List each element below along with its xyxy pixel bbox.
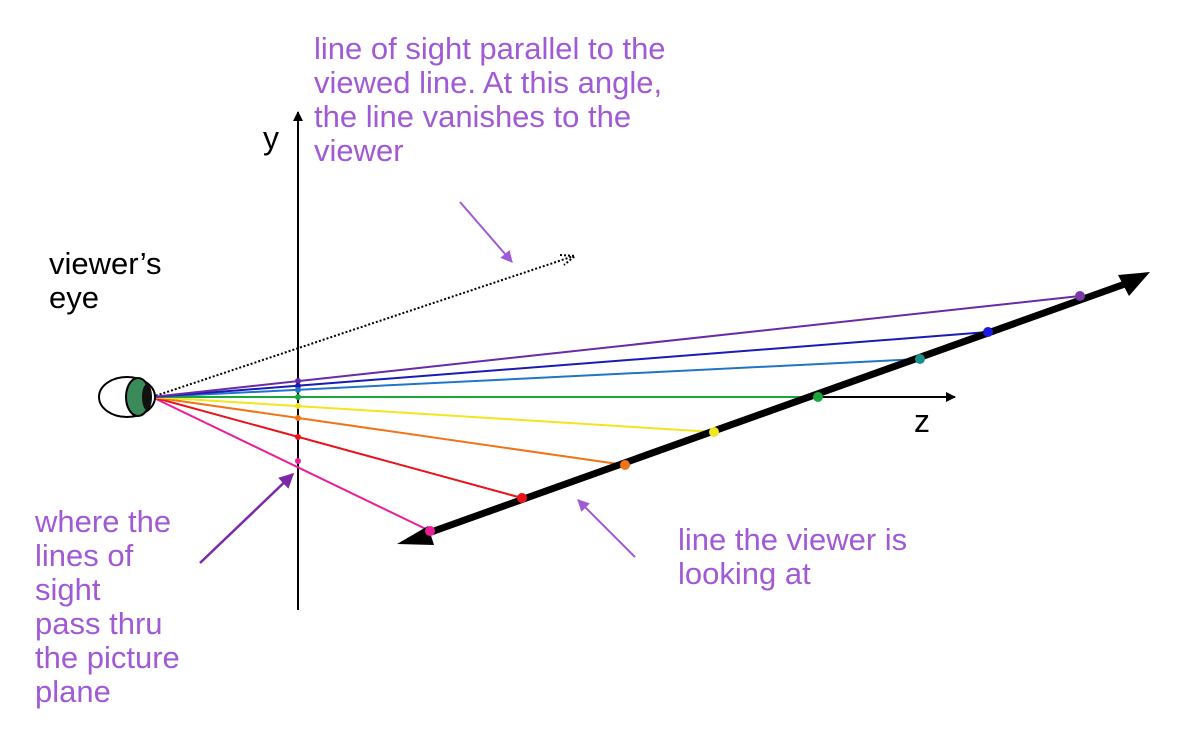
- point-red: [517, 493, 527, 503]
- point-orange: [620, 460, 630, 470]
- arrow-icon: [199, 472, 295, 564]
- viewed-line-head-left: [397, 526, 434, 545]
- parallel-sight-note: line of sight parallel to the viewed lin…: [314, 31, 666, 168]
- plane-point-magenta: [295, 458, 301, 464]
- viewed-line-note: line the viewer is looking at: [678, 522, 908, 591]
- sight-line-red: [151, 396, 523, 499]
- arrow-icon: [459, 201, 513, 263]
- viewed-line: [418, 280, 1127, 540]
- sight-line-blue: [151, 331, 989, 398]
- parallel-sight-line: [151, 255, 575, 398]
- sight-line-violet: [151, 295, 1081, 398]
- plane-point-violet: [295, 378, 301, 384]
- plane-point-yellow: [295, 403, 301, 409]
- z-axis-label: z: [914, 403, 930, 439]
- eye-label: viewer’s eye: [49, 246, 162, 315]
- sight-line-lightblue: [151, 358, 921, 398]
- plane-point-lightblue: [295, 387, 301, 393]
- plane-point-red: [295, 434, 301, 440]
- point-yellow: [709, 427, 719, 437]
- y-axis-label: y: [263, 120, 279, 156]
- point-violet: [1075, 291, 1085, 301]
- point-blue: [983, 327, 993, 337]
- point-green: [813, 392, 823, 402]
- plane-point-green: [295, 394, 301, 400]
- sight-line-yellow: [151, 396, 715, 433]
- sight-line-orange: [151, 396, 626, 466]
- point-teal: [915, 354, 925, 364]
- arrow-icon: [577, 499, 636, 558]
- parallel-sight-arrow-tip: [559, 254, 578, 266]
- point-magenta: [425, 526, 435, 536]
- viewed-line-head-right: [1118, 272, 1150, 296]
- picture-plane-note: where the lines of sight pass thru the p…: [35, 504, 180, 709]
- sight-line-magenta: [151, 396, 431, 532]
- eye-icon: [98, 376, 156, 418]
- plane-point-orange: [295, 415, 301, 421]
